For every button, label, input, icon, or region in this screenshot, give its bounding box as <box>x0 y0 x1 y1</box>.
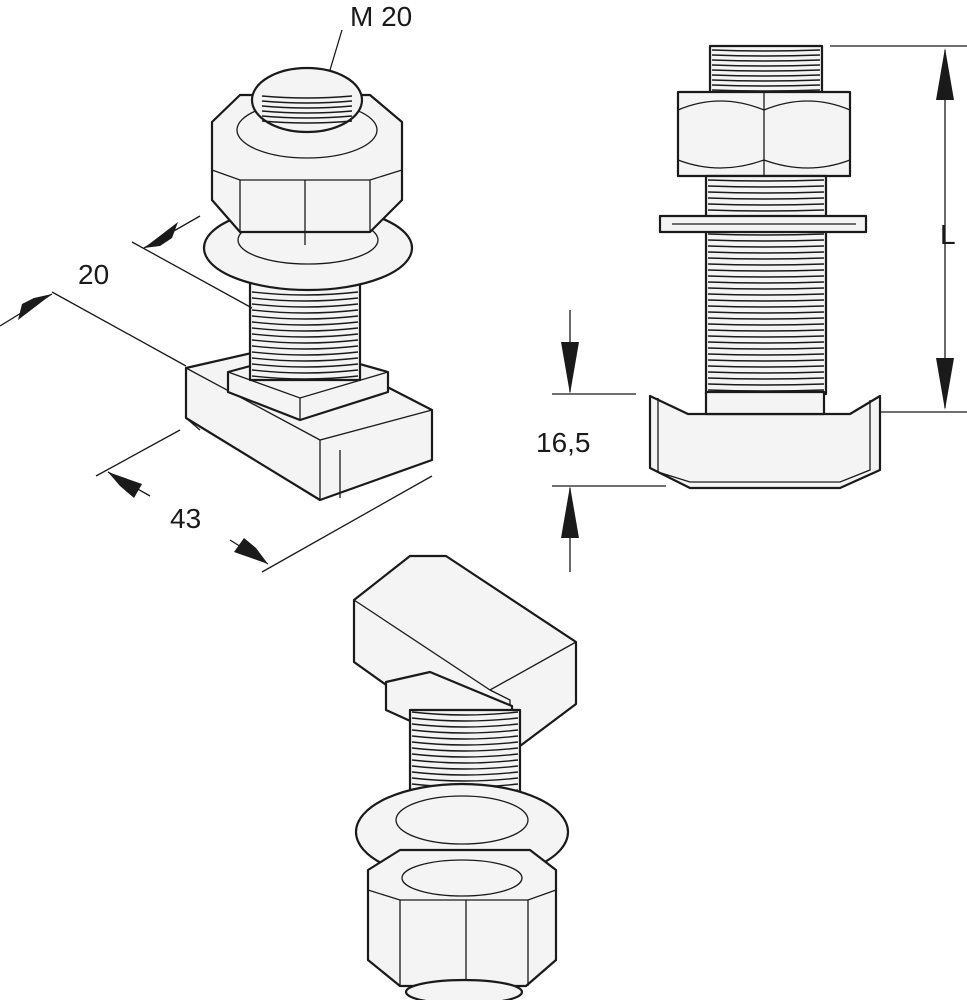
thread-line <box>707 305 825 308</box>
thread-line <box>711 79 821 82</box>
thread-line <box>411 711 519 716</box>
thread-line <box>707 263 825 266</box>
thread-line <box>707 311 825 314</box>
thread-line <box>711 54 821 57</box>
thread-line <box>707 179 825 182</box>
thread-line <box>711 84 821 87</box>
thread-line <box>411 753 519 758</box>
isometric-t-bolt-view <box>184 66 434 502</box>
thread-line <box>411 723 519 728</box>
thread-line <box>707 245 825 248</box>
thread-line <box>707 365 825 368</box>
thread-line <box>261 115 353 119</box>
thread-line <box>707 287 825 290</box>
thread-line <box>711 49 821 52</box>
thread-line <box>251 369 359 374</box>
thread-line <box>707 257 825 260</box>
thread-line <box>251 291 359 296</box>
thread-line <box>251 363 359 368</box>
thread-line <box>411 747 519 752</box>
thread-line <box>411 717 519 722</box>
thread-line <box>251 375 359 380</box>
thread-line <box>411 777 519 782</box>
thread-line <box>707 347 825 350</box>
thread-line <box>411 771 519 776</box>
thread-line <box>261 105 353 109</box>
thread-line <box>707 329 825 332</box>
thread-line <box>251 327 359 332</box>
dimension-bolt-length-label: L <box>940 219 956 250</box>
thread-line <box>707 233 825 236</box>
dimension-length-label: 43 <box>170 503 201 534</box>
thread-line <box>707 281 825 284</box>
dimension-width-label: 20 <box>78 259 109 290</box>
thread-line <box>707 293 825 296</box>
thread-line <box>251 339 359 344</box>
thread-line <box>411 729 519 734</box>
thread-line <box>707 317 825 320</box>
thread-line <box>251 357 359 362</box>
thread-line <box>707 359 825 362</box>
thread-line <box>707 323 825 326</box>
thread-line <box>261 110 353 114</box>
dimension-width <box>0 215 253 367</box>
thread-line <box>711 64 821 67</box>
thread-line <box>261 95 353 99</box>
thread-line <box>707 299 825 302</box>
thread-line <box>261 100 353 104</box>
thread-line <box>251 321 359 326</box>
thread-line <box>411 759 519 764</box>
thread-line <box>707 185 825 188</box>
side-view-t-bolt <box>648 44 882 490</box>
dimension-head-height-label: 16,5 <box>536 427 591 458</box>
inverted-isometric-t-bolt-view <box>352 554 578 1000</box>
thread-line <box>251 351 359 356</box>
thread-line <box>411 741 519 746</box>
dimension-head-height <box>552 310 666 572</box>
thread-line <box>711 59 821 62</box>
thread-line <box>707 209 825 212</box>
thread-line <box>251 315 359 320</box>
thread-line <box>251 297 359 302</box>
thread-line <box>707 353 825 356</box>
thread-line <box>707 269 825 272</box>
thread-line <box>707 383 825 386</box>
thread-line <box>251 345 359 350</box>
dimension-length <box>95 429 433 573</box>
thread-line <box>411 735 519 740</box>
thread-size-leader <box>329 29 343 71</box>
dimension-bolt-length <box>830 45 967 413</box>
thread-line <box>251 309 359 314</box>
thread-line <box>251 333 359 338</box>
thread-line <box>707 335 825 338</box>
thread-line <box>251 303 359 308</box>
thread-line <box>711 74 821 77</box>
thread-line <box>707 251 825 254</box>
thread-line <box>707 341 825 344</box>
thread-size-label: M 20 <box>350 1 412 32</box>
thread-line <box>411 765 519 770</box>
thread-line <box>707 203 825 206</box>
thread-line <box>261 120 353 124</box>
thread-line <box>711 69 821 72</box>
thread-line <box>707 191 825 194</box>
thread-line <box>707 371 825 374</box>
thread-line <box>707 377 825 380</box>
thread-line <box>707 275 825 278</box>
thread-line <box>707 197 825 200</box>
thread-line <box>707 239 825 242</box>
